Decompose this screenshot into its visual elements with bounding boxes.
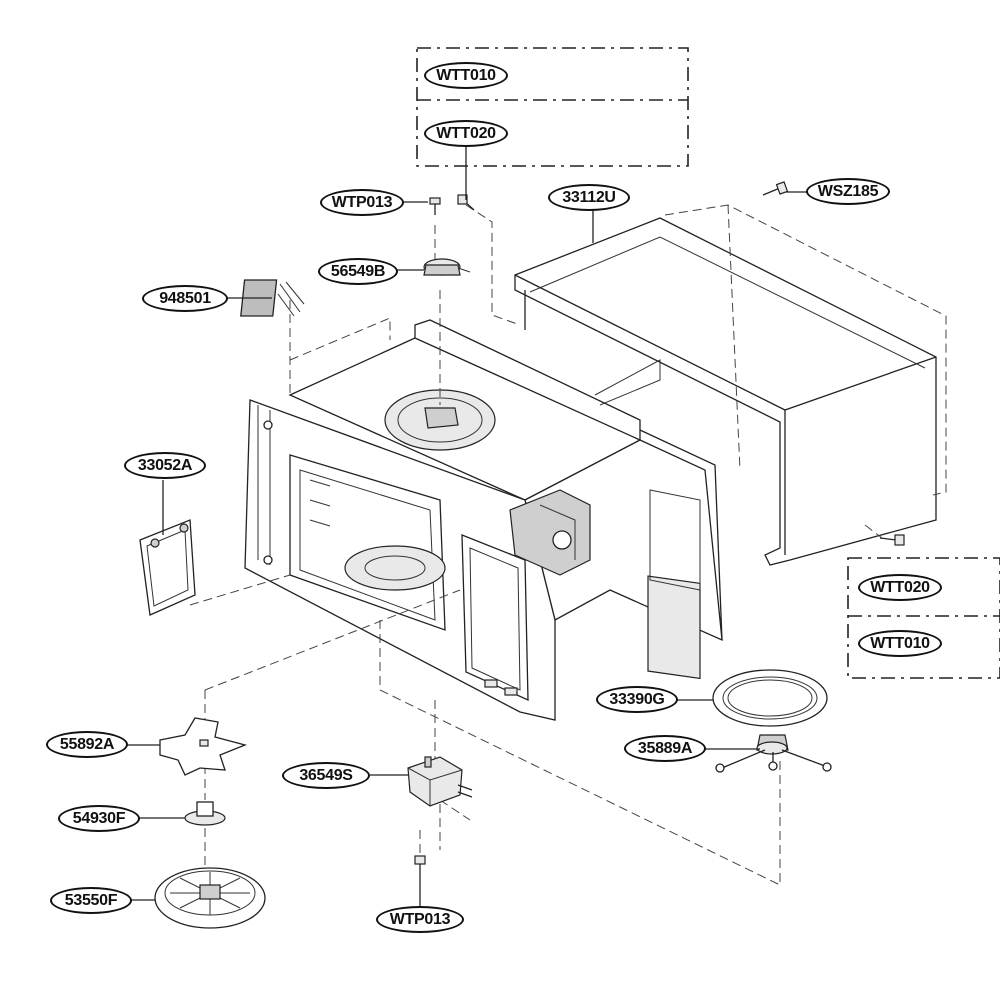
right-reference-box <box>847 557 1000 679</box>
screw-wtp013-bottom <box>414 855 426 882</box>
coupler-55892a <box>159 717 248 776</box>
callout-35889a: 35889A <box>624 735 706 762</box>
roller-53550f <box>154 867 266 929</box>
callout-wtt010-right: WTT010 <box>858 630 942 657</box>
motor-56549b <box>423 258 471 276</box>
cover-33052a <box>139 519 196 616</box>
callout-wtt010-top: WTT010 <box>424 62 508 89</box>
callout-33052a: 33052A <box>124 452 206 479</box>
screw-wtt020-top <box>457 194 475 211</box>
callout-33390g: 33390G <box>596 686 678 713</box>
motor-36549s <box>407 756 473 807</box>
callout-wsz185: WSZ185 <box>806 178 890 205</box>
callout-54930f: 54930F <box>58 805 140 832</box>
cavity-chassis <box>244 319 723 721</box>
callout-56549b: 56549B <box>318 258 398 285</box>
callout-53550f: 53550F <box>50 887 132 914</box>
callout-wtp013-bottom: WTP013 <box>376 906 464 933</box>
roller-ring-35889a <box>715 734 832 773</box>
callout-36549s: 36549S <box>282 762 370 789</box>
callout-wtt020-right: WTT020 <box>858 574 942 601</box>
assembly-guide-lines <box>189 204 781 886</box>
callout-leaders <box>125 147 808 906</box>
outer-case <box>514 204 947 566</box>
tray-33390g <box>712 669 828 727</box>
shaft-54930f <box>184 801 226 826</box>
case-screws <box>762 181 905 546</box>
callout-33112u: 33112U <box>548 184 630 211</box>
callout-wtp013-top: WTP013 <box>320 189 404 216</box>
callout-55892a: 55892A <box>46 731 128 758</box>
callout-wtt020-top: WTT020 <box>424 120 508 147</box>
top-reference-box <box>416 47 689 167</box>
callout-948501: 948501 <box>142 285 228 312</box>
screw-wtp013-top <box>429 197 441 215</box>
